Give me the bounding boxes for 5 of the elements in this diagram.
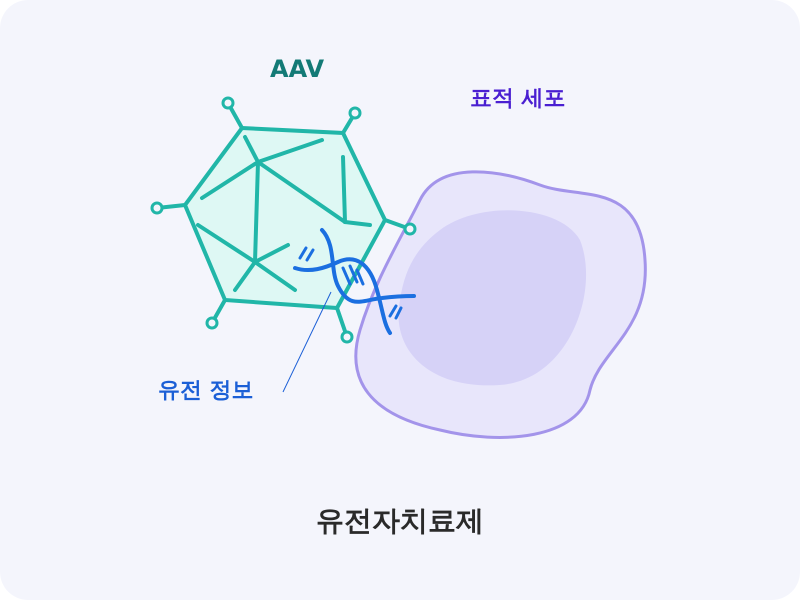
name-label: 표적 세포 [470, 88, 566, 110]
caption: 유전자치료제 [315, 503, 485, 539]
callout-label: 유전 정보 [158, 380, 254, 402]
leader-line [282, 292, 332, 392]
name-label: AAV [270, 57, 324, 81]
